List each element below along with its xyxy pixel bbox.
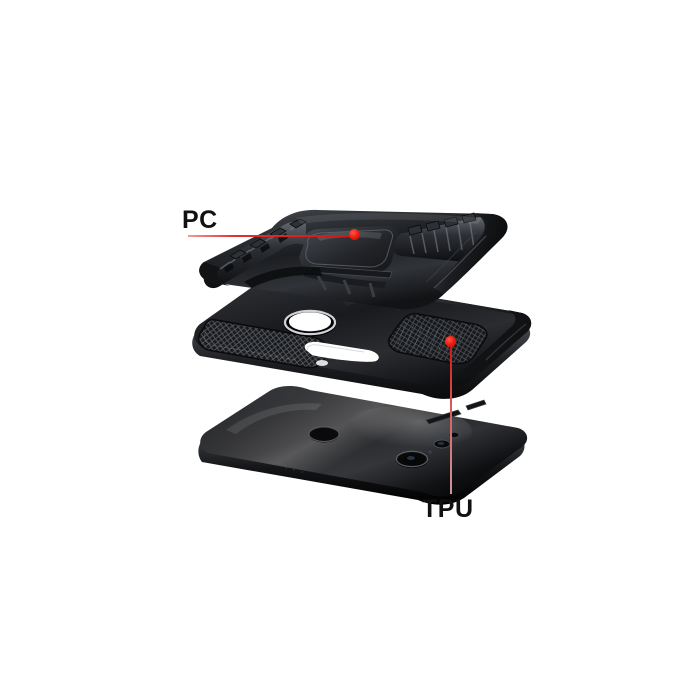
tpu-marker-dot — [445, 336, 456, 347]
side-buttons — [425, 399, 487, 425]
phone-device — [190, 360, 530, 510]
tpu-leader-line — [450, 344, 452, 494]
pc-leader-line — [188, 235, 356, 237]
fingerprint-sensor — [308, 425, 340, 443]
port-cutout — [304, 341, 379, 362]
camera-module — [395, 432, 460, 468]
frame-struts — [304, 270, 386, 298]
pc-label: PC — [182, 206, 218, 234]
shell-end-left — [199, 262, 230, 286]
shell-end-right — [425, 213, 508, 294]
side-grip-right — [387, 312, 488, 365]
pc-marker-dot — [349, 229, 360, 240]
tpu-label: TPU — [422, 495, 474, 523]
pc-outer-shell — [186, 206, 536, 316]
camera-cutout — [283, 309, 337, 337]
rib-bank-left — [203, 218, 307, 289]
